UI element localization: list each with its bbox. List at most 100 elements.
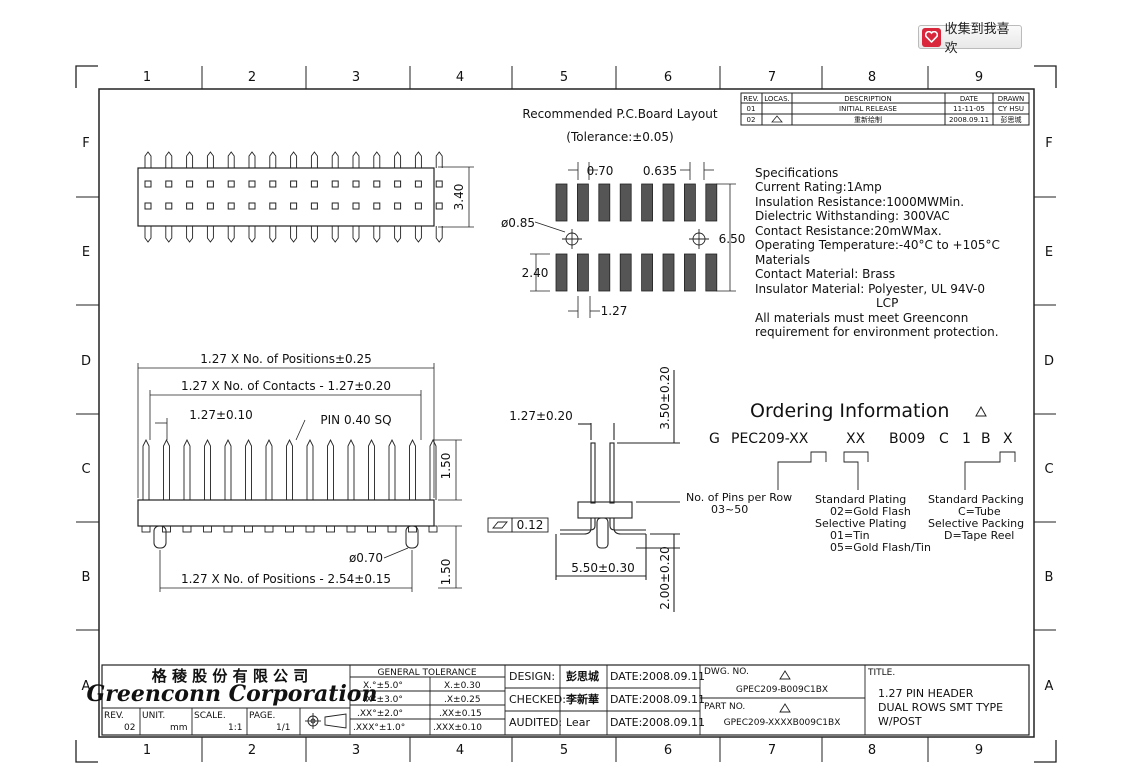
row-label: A <box>1045 679 1054 694</box>
tolerance-linear: .XX±0.15 <box>439 709 482 719</box>
front-pin-foot <box>285 525 294 533</box>
top-pin-tail <box>165 151 173 168</box>
top-pin-square <box>269 180 277 188</box>
pcb-pads <box>555 183 718 292</box>
revision-triangle-icon <box>975 405 987 417</box>
audited-label: AUDITED: <box>509 716 562 729</box>
checked-value: 李新華 <box>565 692 599 706</box>
top-pin-square <box>310 180 318 188</box>
top-pin-tail <box>414 226 422 243</box>
top-pin-square <box>373 180 381 188</box>
tolerance-angle: .XX°±2.0° <box>357 709 403 719</box>
date-cell: 2008.09.11 <box>949 116 989 124</box>
peg-left <box>153 525 167 549</box>
pin-size-label: PIN 0.40 SQ <box>320 413 391 427</box>
top-pin-square <box>144 180 152 188</box>
front-pin <box>265 438 273 500</box>
checked-label: CHECKED: <box>509 693 566 706</box>
unit-value: mm <box>170 723 188 733</box>
top-pin-square <box>352 180 360 188</box>
top-pin-square <box>414 202 422 210</box>
pcb-pad <box>662 253 675 292</box>
top-pin-square <box>227 202 235 210</box>
mounting-hole-icons <box>562 229 709 249</box>
post-bottom-dim: 1.50 <box>439 559 453 586</box>
drawn-cell: CY HSU <box>998 105 1024 113</box>
spec-line: Specifications <box>755 166 838 180</box>
tolerance-angle: .X°±3.0° <box>363 695 403 705</box>
front-pin <box>286 438 293 500</box>
top-pin-tail <box>310 151 318 168</box>
pcb-pad <box>662 183 675 222</box>
front-pin-foot <box>305 525 315 533</box>
tolerance-linear: X.±0.30 <box>444 681 481 691</box>
part-no-label: PART NO. <box>704 702 745 712</box>
top-pin-tail <box>269 226 277 243</box>
date-header: DATE <box>960 95 978 103</box>
row-label: D <box>81 354 91 369</box>
packing-line: Standard Packing <box>928 493 1024 506</box>
unit-label: UNIT. <box>142 711 165 721</box>
drawn-cell: 彭思城 <box>1001 115 1022 124</box>
spec-line: Materials <box>755 253 810 267</box>
top-pin-tail <box>290 151 298 168</box>
drawn-header: DRAWN <box>998 95 1025 103</box>
col-label: 7 <box>768 743 776 758</box>
front-pin-foot <box>346 525 356 533</box>
pcb-pad <box>555 253 568 292</box>
top-pin-square <box>227 180 235 188</box>
plating-line: 05=Gold Flash/Tin <box>830 541 931 554</box>
pitch-dim: 1.27±0.10 <box>189 408 253 422</box>
row-label: D <box>1044 354 1054 369</box>
title-block: 格 稜 股 份 有 限 公 司 Greenconn Corporation RE… <box>87 664 1030 736</box>
pcb-pitch-dim: 1.27 <box>601 304 628 318</box>
scale-value: 1:1 <box>228 723 242 733</box>
front-pin <box>347 438 355 500</box>
row-label: A <box>82 679 91 694</box>
top-pin-square <box>144 202 152 210</box>
tolerance-title: GENERAL TOLERANCE <box>377 668 476 678</box>
column-ticks <box>76 66 1056 762</box>
date-cell: 11-11-05 <box>953 105 985 113</box>
top-view-body <box>137 167 435 227</box>
audited-value: Lear <box>566 716 590 729</box>
col-label: 4 <box>456 743 464 758</box>
pcb-pad <box>684 253 696 292</box>
heart-icon <box>922 27 941 47</box>
code-part: PEC209-XX <box>731 431 809 447</box>
top-pin-tail <box>248 226 256 243</box>
front-view: 1.27 X No. of Positions±0.25 1.27 X No. … <box>137 352 462 592</box>
column-labels-top: 1 2 3 4 5 6 7 8 9 <box>143 70 983 85</box>
top-pin-tail <box>373 226 381 243</box>
sheet-corner-marks <box>75 65 1057 763</box>
spec-line: Operating Temperature:-40°C to +105°C <box>755 238 1000 252</box>
col-label: 6 <box>664 743 672 758</box>
pcb-pad <box>684 183 696 222</box>
top-pin-square <box>331 202 339 210</box>
revision-triangle-icon <box>779 703 791 713</box>
row-label: C <box>1044 462 1053 477</box>
top-pin-tail <box>144 226 152 243</box>
pcb-pad <box>705 253 718 292</box>
row-label: E <box>82 245 90 260</box>
top-pin-square <box>269 202 277 210</box>
top-pin-square <box>394 180 402 188</box>
date-value: 2008.09.11 <box>642 670 705 683</box>
packing-line: C=Tube <box>958 505 1001 518</box>
row-label: B <box>82 570 91 585</box>
page-label: PAGE. <box>249 711 275 721</box>
front-pin <box>245 438 252 500</box>
pins-range: 03~50 <box>711 503 748 516</box>
code-part: B <box>981 431 991 447</box>
pcb-pad <box>598 183 611 222</box>
pcb-pad <box>577 183 589 222</box>
front-pin-foot <box>428 525 438 533</box>
contacts-dim: 1.27 X No. of Contacts - 1.27±0.20 <box>181 379 391 393</box>
positions-dim: 1.27 X No. of Positions±0.25 <box>200 352 371 366</box>
pad-length-dim: 2.40 <box>522 266 549 280</box>
top-pin-tail <box>435 226 443 243</box>
row-pitch-dim: 1.27±0.20 <box>509 409 573 423</box>
col-label: 7 <box>768 70 776 85</box>
favorite-button[interactable]: 收集到我喜欢 <box>918 22 1022 56</box>
